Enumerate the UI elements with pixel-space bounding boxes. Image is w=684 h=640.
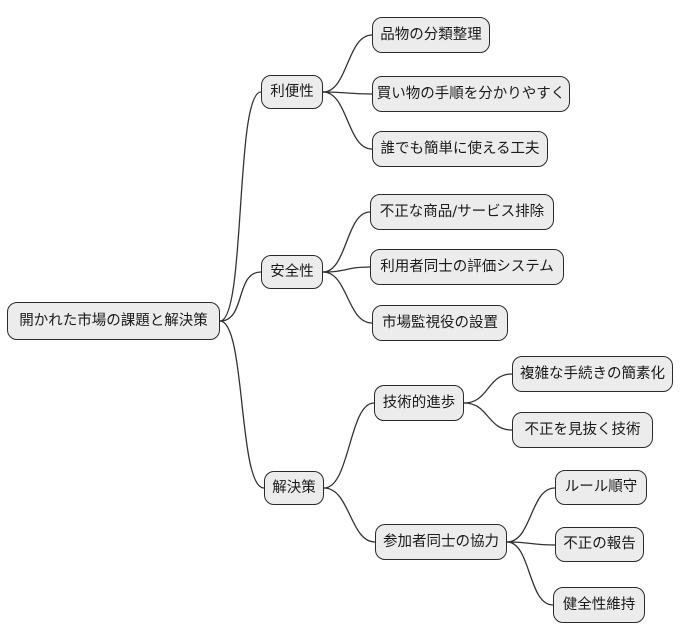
edge-coop-soundness (506, 541, 554, 606)
node-root: 開かれた市場の課題と解決策 (7, 302, 220, 340)
node-convenience-label: 利便性 (270, 83, 314, 100)
edge-safety-exclude-fraud (322, 211, 371, 273)
node-simplify-procedures-label: 複雑な手続きの簡素化 (520, 365, 665, 382)
node-fraud-detection-tech: 不正を見抜く技術 (512, 412, 653, 448)
node-shopping-steps-label: 買い物の手順を分かりやすく (376, 85, 566, 102)
node-item-classification: 品物の分類整理 (372, 17, 490, 53)
node-rule-compliance-label: ルール順守 (564, 479, 638, 496)
node-soundness-maintenance: 健全性維持 (553, 587, 645, 623)
edge-root-convenience (219, 91, 262, 322)
edge-solutions-cooperation (323, 487, 376, 543)
node-solutions-label: 解決策 (272, 479, 316, 496)
node-market-monitor-label: 市場監視役の設置 (382, 314, 498, 331)
node-exclude-fraud-label: 不正な商品/サービス排除 (379, 203, 545, 220)
edge-convenience-easy-to-use (322, 91, 373, 150)
edge-root-safety (219, 271, 262, 322)
node-easy-to-use: 誰でも簡単に使える工夫 (372, 131, 548, 167)
edge-convenience-classification (322, 34, 373, 93)
node-soundness-maintenance-label: 健全性維持 (562, 596, 636, 613)
node-rule-compliance: ルール順守 (555, 470, 647, 505)
node-shopping-steps: 買い物の手順を分かりやすく (372, 76, 570, 112)
node-convenience: 利便性 (261, 75, 323, 109)
edge-tech-fraud-detection (463, 402, 513, 431)
node-participant-cooperation: 参加者同士の協力 (375, 524, 507, 560)
edge-safety-market-monitor (322, 271, 373, 324)
edge-convenience-shopping-steps (322, 91, 373, 95)
edge-tech-simplify (463, 373, 513, 404)
edge-solutions-tech-progress (323, 402, 375, 489)
node-tech-progress: 技術的進歩 (374, 385, 464, 421)
node-easy-to-use-label: 誰でも簡単に使える工夫 (380, 140, 540, 157)
node-root-label: 開かれた市場の課題と解決策 (19, 312, 208, 329)
node-user-rating-system-label: 利用者同士の評価システム (380, 258, 554, 275)
node-fraud-detection-tech-label: 不正を見抜く技術 (524, 421, 641, 438)
node-fraud-reporting-label: 不正の報告 (563, 536, 636, 553)
edge-coop-fraud-reporting (506, 541, 556, 546)
node-safety: 安全性 (261, 255, 323, 289)
node-user-rating-system: 利用者同士の評価システム (370, 249, 564, 285)
edge-coop-rule-compliance (506, 487, 556, 543)
node-solutions: 解決策 (264, 471, 324, 505)
node-participant-cooperation-label: 参加者同士の協力 (383, 533, 499, 550)
edge-safety-user-rating (322, 266, 371, 273)
node-market-monitor: 市場監視役の設置 (372, 305, 508, 341)
edge-root-solutions (219, 320, 265, 489)
node-simplify-procedures: 複雑な手続きの簡素化 (512, 356, 673, 392)
node-fraud-reporting: 不正の報告 (555, 527, 644, 562)
node-exclude-fraud: 不正な商品/サービス排除 (370, 194, 554, 230)
node-safety-label: 安全性 (270, 263, 314, 280)
node-tech-progress-label: 技術的進歩 (382, 394, 456, 411)
node-item-classification-label: 品物の分類整理 (380, 26, 482, 43)
